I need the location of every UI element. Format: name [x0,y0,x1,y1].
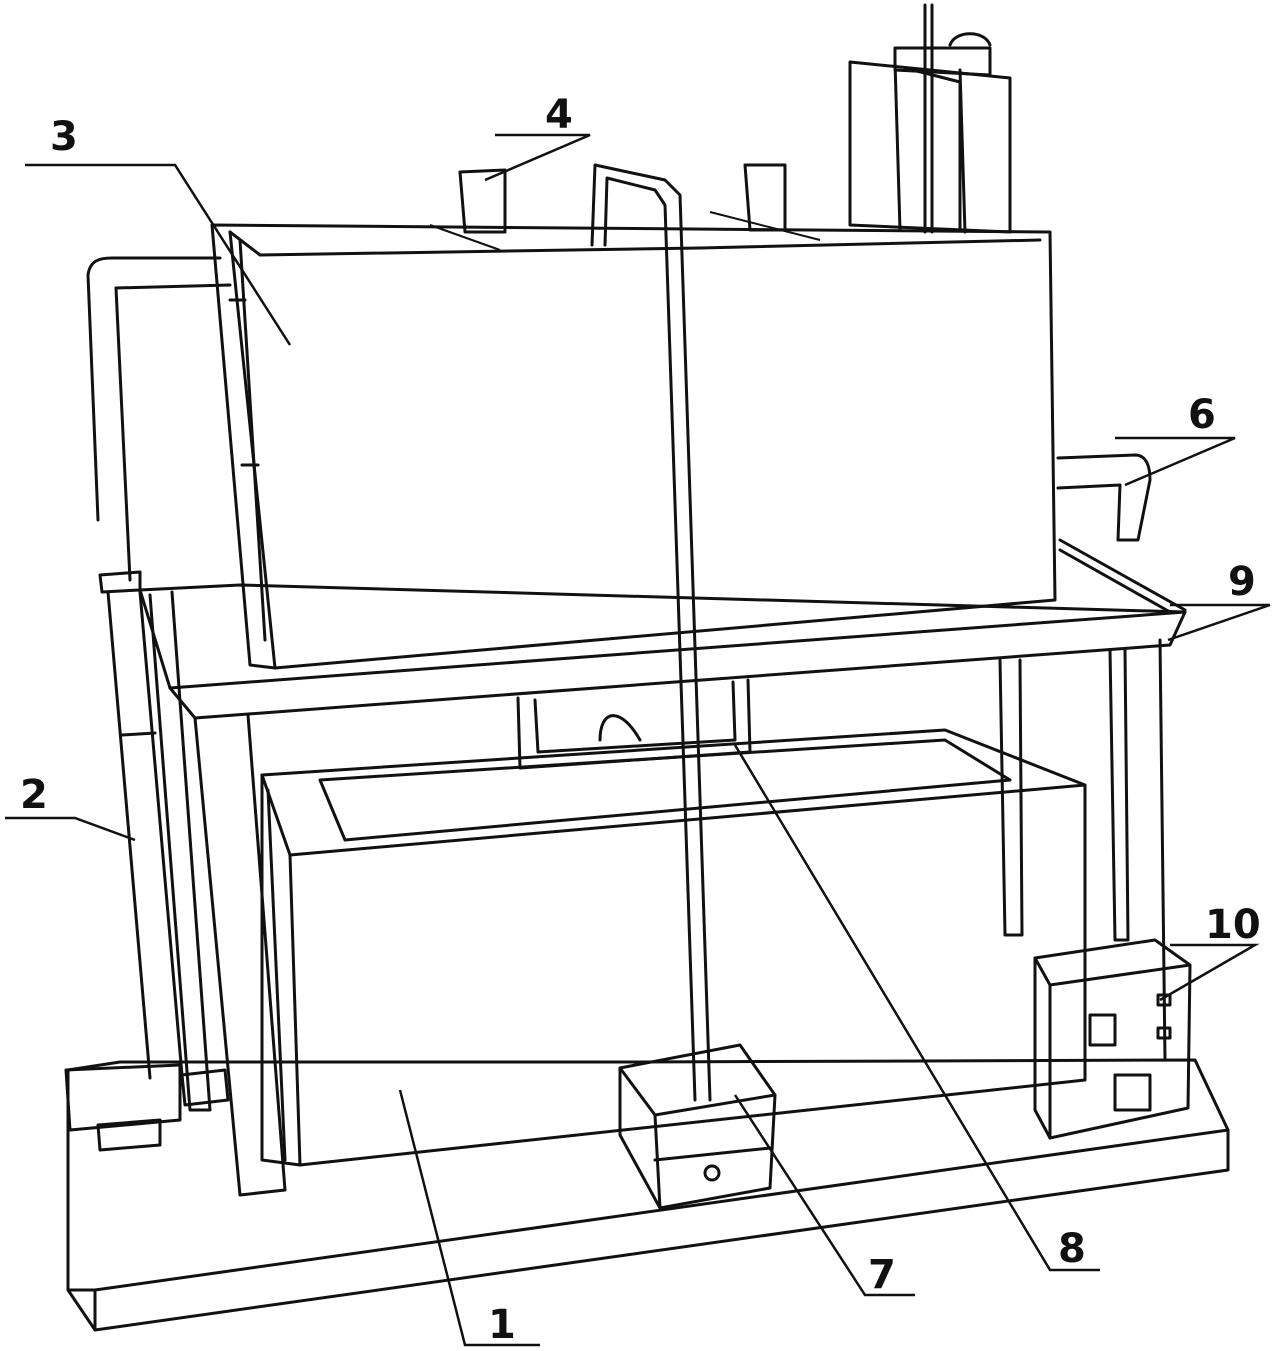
outlet-spout [1056,453,1152,542]
drain-outlet [516,678,752,770]
label-6: 6 [1188,392,1216,438]
return-pipe [64,256,232,1152]
label-7: 7 [868,1252,896,1298]
label-2: 2 [20,772,48,818]
pump [618,1043,777,1210]
label-3: 3 [50,114,78,160]
base-plate [66,1058,1230,1332]
top-fitting [458,163,787,234]
control-box [1033,938,1192,1140]
label-4: 4 [545,92,573,138]
upper-tank [210,211,1057,670]
leader-lines [5,133,1271,1347]
label-1: 1 [488,1302,516,1348]
label-8: 8 [1058,1226,1086,1272]
lower-tank [260,728,1087,1167]
support-frame [138,538,1187,1197]
agitator-assembly [848,3,1012,234]
label-10: 10 [1205,902,1261,948]
pump-pipe [590,163,712,1102]
label-9: 9 [1228,559,1256,605]
